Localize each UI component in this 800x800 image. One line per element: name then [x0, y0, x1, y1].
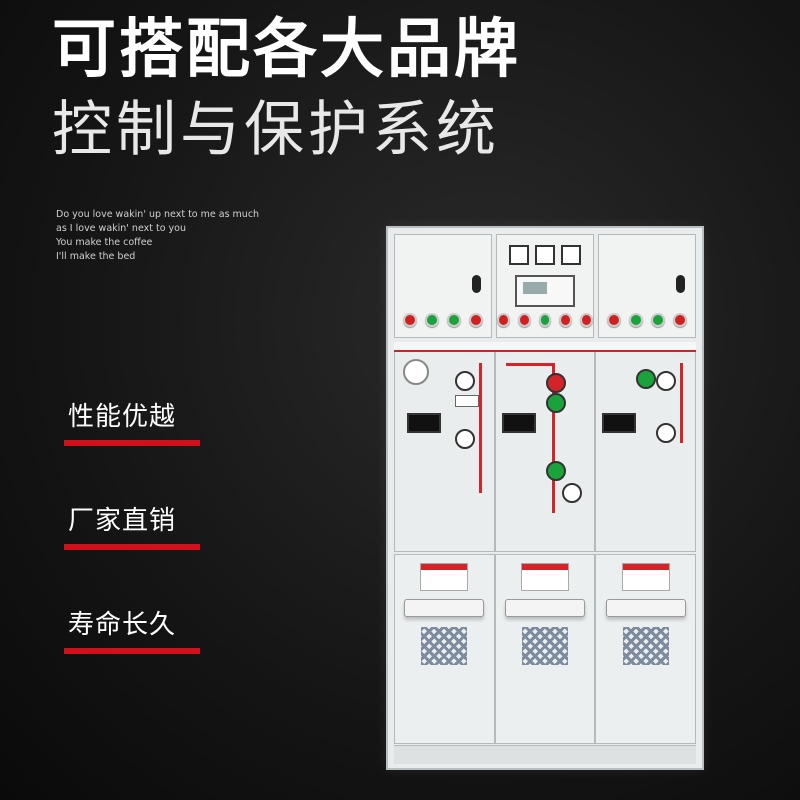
bottom-compartments	[394, 554, 697, 744]
green-button	[651, 313, 665, 327]
mimic-busbar-strip	[394, 342, 696, 352]
push-buttons	[599, 313, 695, 327]
mid-panel-left	[394, 342, 495, 552]
red-button	[469, 313, 483, 327]
red-button	[403, 313, 417, 327]
red-button	[580, 313, 593, 327]
status-display	[602, 413, 637, 433]
bar-handle	[404, 599, 485, 617]
push-buttons	[497, 313, 593, 327]
vent-grille	[421, 627, 468, 665]
green-button	[538, 313, 552, 327]
lyric-line: I'll make the bed	[56, 251, 136, 262]
warning-sign-icon	[521, 563, 569, 591]
feature-item: 厂家直销	[64, 508, 200, 550]
indicator-green-icon	[545, 393, 566, 413]
lyric-line: Do you love wakin' up next to me as much	[56, 209, 260, 220]
status-display	[407, 413, 441, 433]
red-button	[497, 313, 510, 327]
indicator-red-icon	[545, 373, 566, 393]
top-door-left	[394, 234, 492, 338]
door-handle	[472, 275, 481, 293]
feature-underline	[64, 544, 200, 550]
feature-underline	[64, 648, 200, 654]
vent-grille	[522, 627, 568, 665]
vent-grille	[622, 627, 669, 665]
top-compartments	[394, 234, 696, 338]
dial-switch	[561, 483, 582, 503]
status-display	[501, 413, 536, 433]
lyric-line: as I love wakin' next to you	[56, 223, 187, 234]
pressure-gauge-icon	[403, 359, 429, 385]
red-button	[607, 313, 621, 327]
mid-panel-center	[494, 342, 596, 552]
warning-sign-icon	[621, 563, 670, 591]
dial-switch	[455, 429, 475, 449]
top-door-center	[496, 234, 594, 338]
meter-icon	[561, 245, 581, 265]
lyric-line: You make the coffee	[56, 237, 153, 248]
dial-switch	[455, 371, 475, 391]
cabinet-plinth	[394, 745, 696, 764]
mid-panel-right	[595, 342, 697, 552]
dial-switch	[656, 371, 677, 391]
door-handle	[676, 275, 685, 293]
green-button	[425, 313, 439, 327]
red-button	[517, 313, 531, 327]
feature-label: 性能优越	[68, 402, 177, 432]
headline-main: 可搭配各大品牌	[52, 13, 521, 87]
feature-underline	[64, 440, 200, 446]
indicator-green-icon	[636, 369, 657, 389]
bar-handle	[505, 599, 585, 617]
feature-label: 厂家直销	[68, 506, 177, 536]
meter-icon	[535, 245, 555, 265]
bar-handle	[605, 599, 686, 617]
feature-item: 性能优越	[64, 404, 200, 446]
label-tag	[455, 395, 479, 407]
indicator-green-icon	[545, 461, 566, 481]
feature-item: 寿命长久	[64, 612, 200, 654]
mimic-line	[680, 363, 684, 443]
dial-switch	[656, 423, 677, 443]
green-button	[629, 313, 643, 327]
mimic-line	[479, 363, 482, 493]
headline-sub: 控制与保护系统	[52, 95, 500, 165]
push-buttons	[395, 313, 491, 327]
switchgear-cabinet-image	[386, 226, 704, 770]
red-button	[673, 313, 687, 327]
bottom-door	[494, 554, 596, 744]
lcd-display	[515, 275, 575, 307]
mimic-line	[505, 363, 552, 366]
feature-label: 寿命长久	[68, 610, 177, 640]
bottom-door	[394, 554, 495, 744]
lyrics-text: Do you love wakin' up next to me as much…	[56, 208, 259, 264]
middle-compartments	[394, 342, 697, 552]
meters	[497, 245, 593, 265]
green-button	[447, 313, 461, 327]
mimic-line	[551, 363, 555, 513]
top-door-right	[598, 234, 696, 338]
warning-sign-icon	[420, 563, 469, 591]
bottom-door	[595, 554, 697, 744]
meter-icon	[509, 245, 529, 265]
red-button	[559, 313, 573, 327]
